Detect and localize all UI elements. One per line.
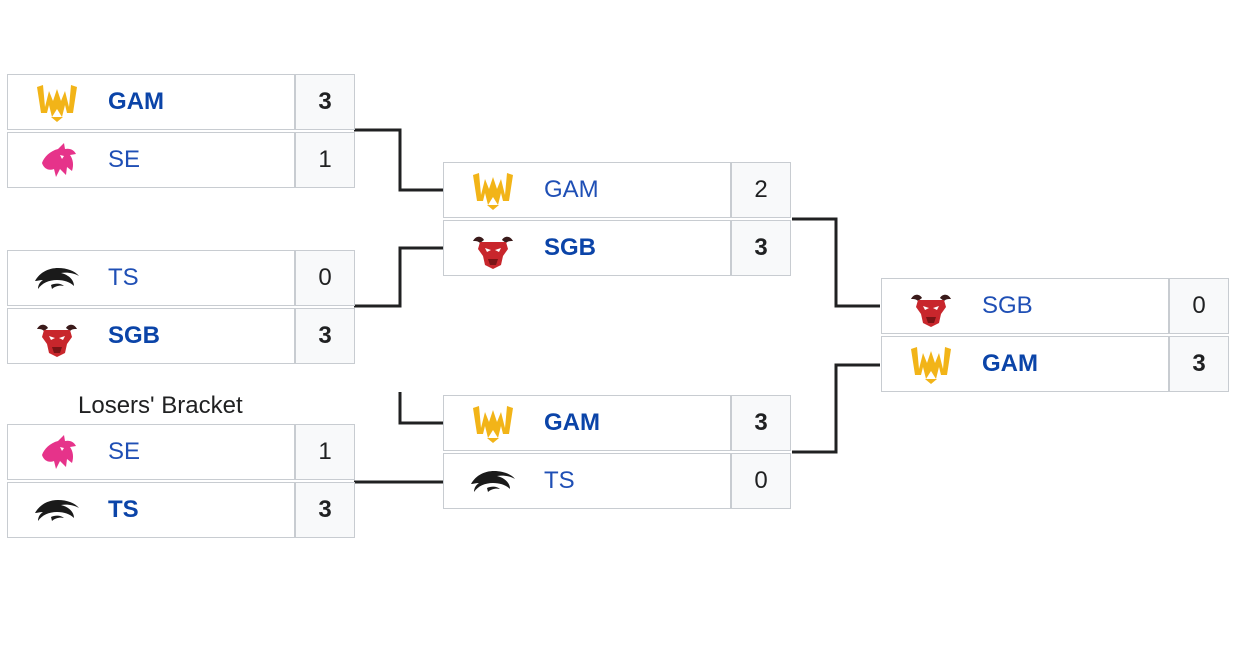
team-name-link[interactable]: SE <box>108 438 141 465</box>
ts-logo-icon[interactable] <box>34 491 80 531</box>
sgb-logo-icon[interactable] <box>908 287 954 327</box>
team-row: TS 0 <box>443 453 791 509</box>
gam-logo-icon[interactable] <box>908 345 954 385</box>
team-score: 0 <box>730 454 790 508</box>
team-cell: SGB <box>8 309 294 363</box>
connector-r2m1-to-final <box>792 217 880 308</box>
team-score: 3 <box>294 75 354 129</box>
team-cell: GAM <box>8 75 294 129</box>
gam-logo-icon[interactable] <box>470 404 516 444</box>
sgb-logo-icon[interactable] <box>34 317 80 357</box>
sgb-logo-icon[interactable] <box>470 229 516 269</box>
team-row: TS 3 <box>7 482 355 538</box>
team-cell: TS <box>444 454 730 508</box>
team-score: 3 <box>294 309 354 363</box>
team-score: 3 <box>294 483 354 537</box>
team-row: SE 1 <box>7 132 355 188</box>
se-logo-icon[interactable] <box>34 141 80 181</box>
team-row: TS 0 <box>7 250 355 306</box>
team-row: GAM 3 <box>881 336 1229 392</box>
gam-logo-icon[interactable] <box>34 83 80 123</box>
team-cell: GAM <box>444 163 730 217</box>
team-cell: TS <box>8 251 294 305</box>
team-score: 3 <box>1168 337 1228 391</box>
team-row: SE 1 <box>7 424 355 480</box>
team-row: SGB 3 <box>443 220 791 276</box>
connector-r1m2-to-r2m1 <box>354 246 444 308</box>
team-name-link[interactable]: GAM <box>544 176 599 203</box>
team-name-link[interactable]: SE <box>108 146 141 173</box>
team-score: 1 <box>294 425 354 479</box>
connector-r2m2-to-final <box>792 363 880 454</box>
team-cell: SE <box>8 425 294 479</box>
se-logo-icon[interactable] <box>34 433 80 473</box>
team-cell: TS <box>8 483 294 537</box>
ts-logo-icon[interactable] <box>470 462 516 502</box>
team-name-link[interactable]: TS <box>108 496 139 523</box>
team-score: 1 <box>294 133 354 187</box>
losers-bracket-label: Losers' Bracket <box>78 392 243 419</box>
team-name-link[interactable]: GAM <box>544 409 600 436</box>
connector-lb-entry <box>398 392 444 425</box>
connector-r1m1-to-r2m1 <box>354 128 444 192</box>
team-row: GAM 3 <box>7 74 355 130</box>
team-row: SGB 0 <box>881 278 1229 334</box>
team-row: GAM 3 <box>443 395 791 451</box>
gam-logo-icon[interactable] <box>470 171 516 211</box>
team-cell: GAM <box>882 337 1168 391</box>
team-name-link[interactable]: SGB <box>108 322 161 349</box>
team-name-link[interactable]: GAM <box>982 350 1038 377</box>
team-name-link[interactable]: SGB <box>982 292 1033 319</box>
team-row: GAM 2 <box>443 162 791 218</box>
team-score: 2 <box>730 163 790 217</box>
team-score: 3 <box>730 396 790 450</box>
team-score: 0 <box>294 251 354 305</box>
team-score: 0 <box>1168 279 1228 333</box>
team-score: 3 <box>730 221 790 275</box>
team-cell: SE <box>8 133 294 187</box>
team-name-link[interactable]: GAM <box>108 88 164 115</box>
team-cell: GAM <box>444 396 730 450</box>
team-cell: SGB <box>882 279 1168 333</box>
team-row: SGB 3 <box>7 308 355 364</box>
team-name-link[interactable]: TS <box>544 467 575 494</box>
team-name-link[interactable]: TS <box>108 264 139 291</box>
team-cell: SGB <box>444 221 730 275</box>
team-name-link[interactable]: SGB <box>544 234 597 261</box>
ts-logo-icon[interactable] <box>34 259 80 299</box>
